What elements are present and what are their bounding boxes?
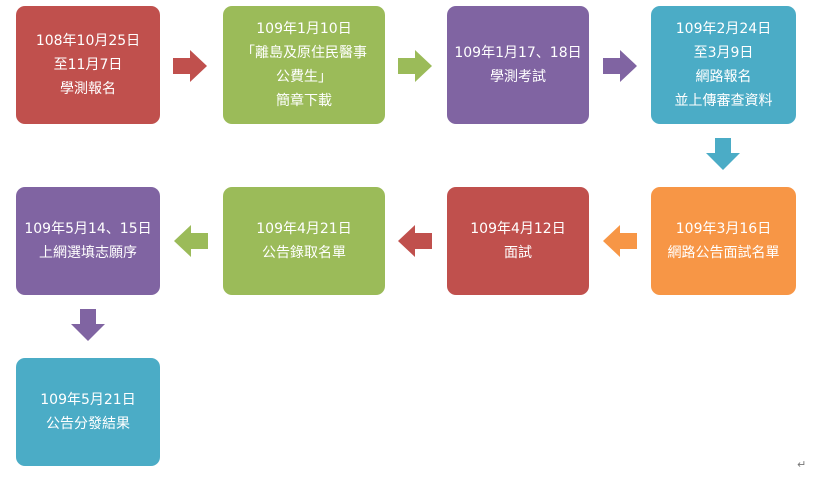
step-5-box: 109年3月16日 網路公告面試名單 <box>651 187 796 295</box>
step-4-line-2: 至3月9日 <box>693 45 754 61</box>
step-1-line-2: 至11月7日 <box>53 57 123 73</box>
step-4-line-1: 109年2月24日 <box>675 21 772 37</box>
arrow-left-icon <box>398 225 432 257</box>
step-5-line-1: 109年3月16日 <box>675 221 772 237</box>
arrow-right-icon <box>398 50 432 82</box>
arrow-down-icon <box>71 309 105 341</box>
step-2-line-2: 「離島及原住民醫事 <box>241 45 367 61</box>
step-9-box: 109年5月21日 公告分發結果 <box>16 358 160 466</box>
step-4-line-3: 網路報名 <box>695 69 752 85</box>
step-8-line-1: 109年5月14、15日 <box>24 221 152 237</box>
arrow-right-icon <box>173 50 207 82</box>
step-4-box: 109年2月24日 至3月9日 網路報名 並上傳審查資料 <box>651 6 796 124</box>
step-1-box: 108年10月25日 至11月7日 學測報名 <box>16 6 160 124</box>
step-1-line-3: 學測報名 <box>60 81 116 97</box>
arrow-left-icon <box>603 225 637 257</box>
arrow-down-icon <box>706 138 740 170</box>
step-6-line-2: 面試 <box>504 245 532 261</box>
step-8-box: 109年5月14、15日 上網選填志願序 <box>16 187 160 295</box>
step-9-line-2: 公告分發結果 <box>46 416 130 432</box>
step-2-line-4: 簡章下載 <box>276 93 332 109</box>
step-8-line-2: 上網選填志願序 <box>39 245 137 261</box>
arrow-left-icon <box>174 225 208 257</box>
step-2-box: 109年1月10日 「離島及原住民醫事 公費生」 簡章下載 <box>223 6 385 124</box>
step-2-line-3: 公費生」 <box>276 69 332 85</box>
step-7-box: 109年4月21日 公告錄取名單 <box>223 187 385 295</box>
step-7-line-1: 109年4月21日 <box>256 221 352 237</box>
step-2-line-1: 109年1月10日 <box>256 21 352 37</box>
step-6-line-1: 109年4月12日 <box>470 221 566 237</box>
paragraph-mark-icon: ↵ <box>797 458 807 471</box>
step-1-line-1: 108年10月25日 <box>35 33 141 49</box>
step-9-line-1: 109年5月21日 <box>40 392 136 408</box>
step-4-line-4: 並上傳審查資料 <box>674 93 773 109</box>
arrow-right-icon <box>603 50 637 82</box>
step-3-box: 109年1月17、18日 學測考試 <box>447 6 589 124</box>
step-7-line-2: 公告錄取名單 <box>262 245 346 261</box>
step-3-line-1: 109年1月17、18日 <box>454 45 582 61</box>
step-3-line-2: 學測考試 <box>490 69 546 85</box>
step-6-box: 109年4月12日 面試 <box>447 187 589 295</box>
step-5-line-2: 網路公告面試名單 <box>667 245 780 261</box>
